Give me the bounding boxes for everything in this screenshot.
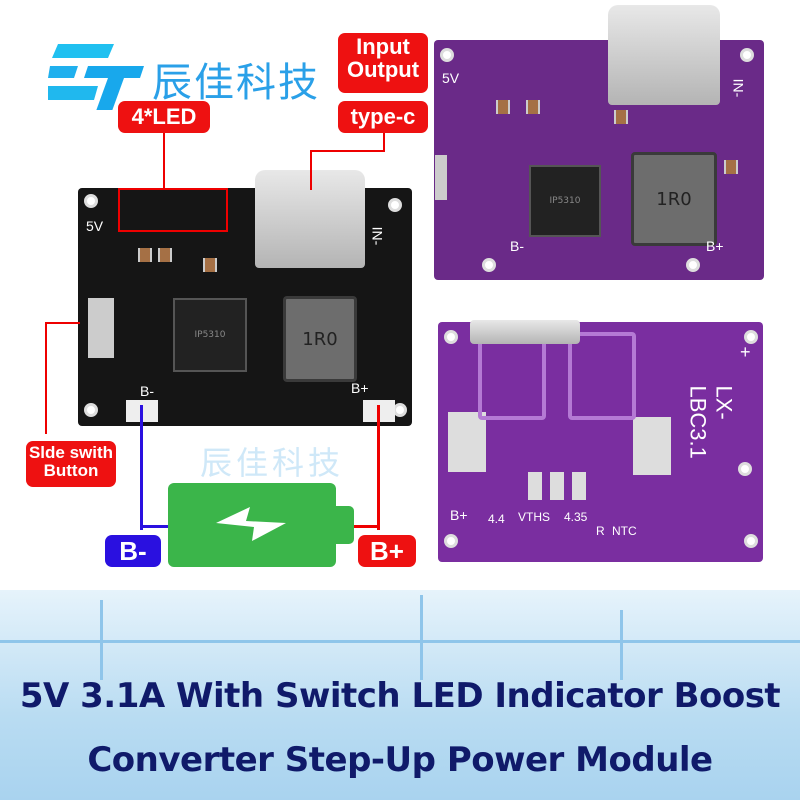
switch-pointer-line	[45, 322, 80, 324]
silk-in: IN-	[730, 78, 747, 98]
product-title-line-2: Converter Step-Up Power Module	[87, 740, 713, 780]
slide-switch	[435, 155, 447, 200]
usb-type-c-port	[470, 320, 580, 344]
logo-icon	[48, 44, 144, 122]
brand-logo	[48, 44, 144, 122]
lightning-icon	[216, 507, 286, 541]
silk-bplus: B+	[706, 238, 724, 254]
b-minus-tag: B-	[105, 535, 161, 567]
led-indicators	[118, 188, 228, 232]
b-plus-wire	[352, 525, 380, 528]
silk-r: R	[596, 524, 605, 538]
circuit-trace	[0, 640, 800, 643]
battery-terminal	[336, 506, 354, 544]
led-tag: 4*LED	[118, 101, 210, 133]
watermark-chinese: 辰佳科技	[200, 444, 345, 482]
silk-4-35: 4.35	[564, 510, 588, 524]
type-c-pointer-line	[310, 150, 385, 152]
battery-icon	[168, 483, 336, 567]
silk-plus: +	[740, 342, 751, 362]
type-c-tag: type-c	[338, 101, 428, 133]
silk-ntc: NTC	[612, 524, 637, 538]
slide-switch	[88, 298, 114, 358]
b-plus-wire	[377, 405, 380, 530]
input-output-tag: Input Output	[338, 33, 428, 93]
silk-bplus: B+	[351, 380, 369, 396]
inductor: 1R0	[283, 296, 357, 382]
silk-bminus: B-	[510, 238, 524, 254]
inductor: 1R0	[631, 152, 717, 246]
brand-chinese-name: 辰佳科技	[152, 60, 320, 106]
ic-chip: IP5310	[173, 298, 247, 372]
silk-4-4: 4.4	[488, 512, 505, 526]
slide-switch-tag: Slde swith Button	[26, 441, 116, 487]
b-minus-wire	[140, 405, 143, 530]
circuit-trace	[620, 610, 623, 680]
silk-vths: VTHS	[518, 510, 551, 524]
led-pointer-line	[163, 133, 165, 188]
silk-5v: 5V	[442, 70, 460, 86]
type-c-pointer-line	[310, 150, 312, 190]
b-plus-tag: B+	[358, 535, 416, 567]
circuit-trace	[420, 595, 423, 680]
silk-in: IN-	[369, 226, 386, 246]
product-title-line-1: 5V 3.1A With Switch LED Indicator Boost	[19, 676, 781, 716]
silk-model: LX-LBC3.1	[685, 385, 737, 459]
circuit-trace	[100, 600, 103, 680]
silk-bplus: B+	[450, 507, 468, 523]
silk-5v: 5V	[86, 218, 104, 234]
purple-pcb-bottom-view: LX-LBC3.1 + B+ 4.4 VTHS 4.35 R NTC	[438, 322, 763, 562]
type-c-pointer-line	[383, 133, 385, 151]
circuit-background	[0, 590, 800, 800]
usb-type-c-port	[608, 5, 720, 105]
switch-pointer-line	[45, 322, 47, 434]
silk-bminus: B-	[140, 383, 154, 399]
ic-chip: IP5310	[529, 165, 601, 237]
b-minus-wire	[140, 525, 176, 528]
